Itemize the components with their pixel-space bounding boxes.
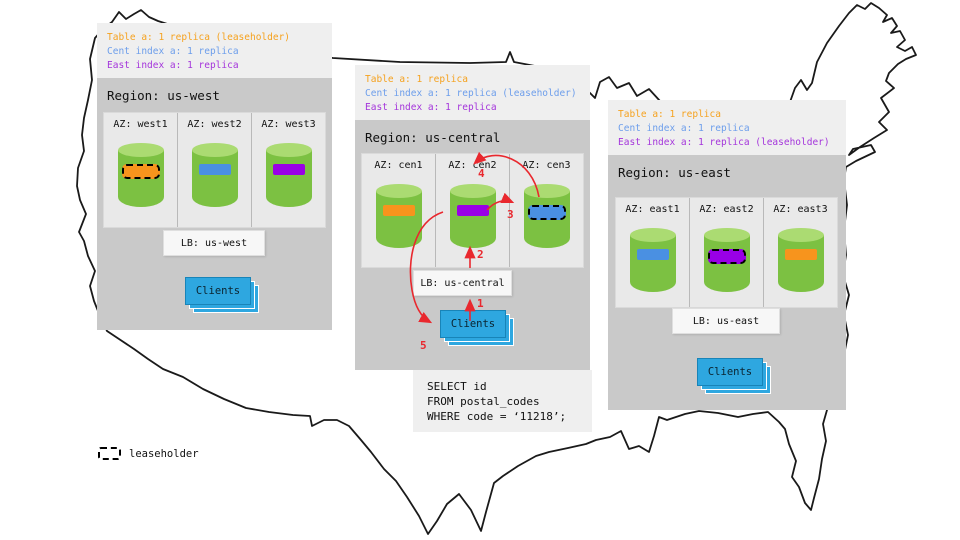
cylinder-body (191, 150, 238, 207)
db-node-cylinder (777, 228, 824, 292)
az-label: AZ: cen3 (522, 160, 571, 171)
az-label: AZ: east2 (699, 204, 754, 215)
cylinder-body (265, 150, 312, 207)
legend-line-east-index: East index a: 1 replica (leaseholder) (618, 137, 830, 148)
clients-label: Clients (697, 358, 763, 386)
region-panel-us-west: Table a: 1 replica (leaseholder) Cent in… (97, 23, 332, 330)
legend-line-cent-index: Cent index a: 1 replica (107, 46, 239, 57)
cylinder-top (375, 184, 422, 198)
az-label: AZ: cen1 (374, 160, 423, 171)
clients-box-us-central: Clients (440, 310, 514, 346)
az-west2: AZ: west2 (177, 113, 251, 227)
cylinder-top (117, 143, 164, 157)
cylinder-body (629, 235, 676, 292)
sql-query-box: SELECT id FROM postal_codes WHERE code =… (413, 370, 592, 432)
legend-line-east-index: East index a: 1 replica (107, 60, 239, 71)
db-node-cylinder (449, 184, 496, 248)
sql-line: WHERE code = ‘11218’; (427, 410, 567, 423)
load-balancer-us-central: LB: us-central (413, 270, 512, 296)
leaseholder-swatch-icon (98, 447, 121, 460)
flow-step-label-4: 4 (478, 167, 485, 180)
az-row: AZ: east1 AZ: east2 AZ: east3 (615, 197, 838, 308)
az-label: AZ: west1 (113, 119, 168, 130)
db-node-cylinder (117, 143, 164, 207)
region-body-us-east: Region: us-east AZ: east1 AZ: east2 (608, 155, 846, 410)
cylinder-top (523, 184, 570, 198)
legend-line-cent-index: Cent index a: 1 replica (leaseholder) (365, 88, 577, 99)
cylinder-top (629, 228, 676, 242)
flow-step-label-1: 1 (477, 297, 484, 310)
clients-label: Clients (440, 310, 506, 338)
replica-legend-us-east: Table a: 1 replica Cent index a: 1 repli… (608, 100, 846, 155)
az-row: AZ: west1 AZ: west2 AZ: west3 (103, 112, 326, 228)
az-label: AZ: cen2 (448, 160, 497, 171)
leaseholder-key: leaseholder (98, 447, 199, 460)
az-label: AZ: west2 (187, 119, 242, 130)
region-title: Region: us-east (618, 165, 731, 180)
legend-line-table: Table a: 1 replica (365, 74, 468, 85)
region-title: Region: us-central (365, 130, 501, 145)
cylinder-top (703, 228, 750, 242)
replica-bar-leaseholder (707, 249, 746, 264)
leaseholder-key-label: leaseholder (129, 447, 199, 460)
replica-legend-us-central: Table a: 1 replica Cent index a: 1 repli… (355, 65, 590, 120)
replica-bar (382, 205, 415, 216)
az-label: AZ: west3 (261, 119, 316, 130)
sql-line: SELECT id (427, 380, 487, 393)
flow-step-label-2: 2 (477, 248, 484, 261)
cylinder-top (777, 228, 824, 242)
db-node-cylinder (191, 143, 238, 207)
az-west1: AZ: west1 (104, 113, 177, 227)
cylinder-body (449, 191, 496, 248)
az-east3: AZ: east3 (763, 198, 837, 307)
region-body-us-west: Region: us-west AZ: west1 AZ: west2 (97, 78, 332, 330)
cylinder-top (265, 143, 312, 157)
replica-bar-leaseholder (121, 164, 160, 179)
flow-step-label-5: 5 (420, 339, 427, 352)
clients-box-us-east: Clients (697, 358, 771, 394)
legend-line-table: Table a: 1 replica (618, 109, 721, 120)
replica-bar (456, 205, 489, 216)
db-node-cylinder (265, 143, 312, 207)
az-east2: AZ: east2 (689, 198, 763, 307)
load-balancer-us-east: LB: us-east (672, 308, 780, 334)
legend-line-east-index: East index a: 1 replica (365, 102, 497, 113)
az-east1: AZ: east1 (616, 198, 689, 307)
region-panel-us-east: Table a: 1 replica Cent index a: 1 repli… (608, 100, 846, 410)
az-cen2: AZ: cen2 (435, 154, 509, 267)
cylinder-top (191, 143, 238, 157)
cylinder-top (449, 184, 496, 198)
region-panel-us-central: Table a: 1 replica Cent index a: 1 repli… (355, 65, 590, 370)
clients-label: Clients (185, 277, 251, 305)
az-row: AZ: cen1 AZ: cen2 AZ: cen3 (361, 153, 584, 268)
replica-bar (198, 164, 231, 175)
region-body-us-central: Region: us-central AZ: cen1 AZ: cen2 (355, 120, 590, 370)
az-cen1: AZ: cen1 (362, 154, 435, 267)
az-west3: AZ: west3 (251, 113, 325, 227)
region-title: Region: us-west (107, 88, 220, 103)
db-node-cylinder (629, 228, 676, 292)
legend-line-cent-index: Cent index a: 1 replica (618, 123, 750, 134)
az-label: AZ: east3 (773, 204, 828, 215)
sql-line: FROM postal_codes (427, 395, 540, 408)
replica-bar (272, 164, 305, 175)
legend-line-table: Table a: 1 replica (leaseholder) (107, 32, 291, 43)
clients-box-us-west: Clients (185, 277, 259, 313)
db-node-cylinder (523, 184, 570, 248)
load-balancer-us-west: LB: us-west (163, 230, 265, 256)
replica-legend-us-west: Table a: 1 replica (leaseholder) Cent in… (97, 23, 332, 78)
cylinder-body (375, 191, 422, 248)
db-node-cylinder (703, 228, 750, 292)
flow-step-label-3: 3 (507, 208, 514, 221)
us-map-path (76, 2, 917, 535)
cylinder-body (777, 235, 824, 292)
replica-bar-leaseholder (527, 205, 566, 220)
db-node-cylinder (375, 184, 422, 248)
az-label: AZ: east1 (625, 204, 680, 215)
replica-bar (636, 249, 669, 260)
az-cen3: AZ: cen3 (509, 154, 583, 267)
replica-bar (784, 249, 817, 260)
